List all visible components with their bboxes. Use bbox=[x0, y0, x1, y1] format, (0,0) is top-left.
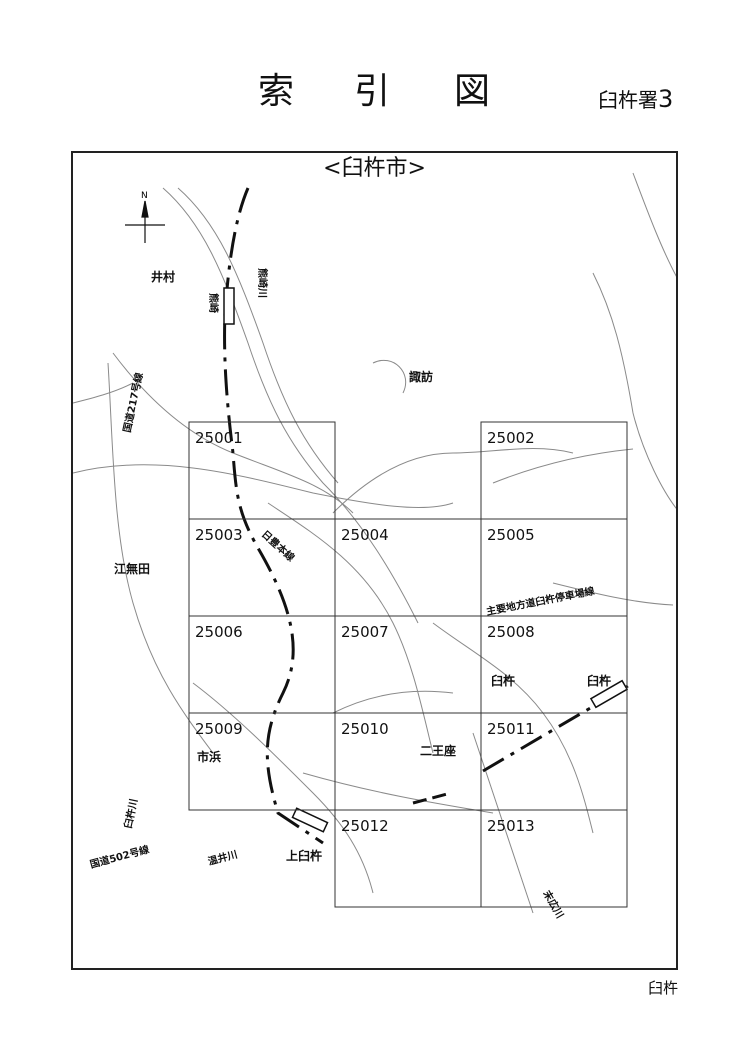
label-usuki-river: 臼杵川 bbox=[121, 798, 140, 830]
place-suwa: 諏訪 bbox=[409, 369, 433, 384]
title-char-2: 引 bbox=[354, 71, 391, 112]
place-imura: 井村 bbox=[151, 269, 175, 284]
station-code: 臼杵署3 bbox=[598, 86, 673, 113]
tile-labels: 25001 25002 25003 25004 25005 25006 2500… bbox=[195, 429, 535, 835]
label-kumasaki-river: 熊崎川 bbox=[256, 268, 269, 298]
tile-label[interactable]: 25007 bbox=[341, 623, 389, 641]
footer-label: 臼杵 bbox=[647, 979, 678, 997]
place-nioza: 二王座 bbox=[420, 743, 456, 758]
label-nukui-river: 温井川 bbox=[206, 848, 238, 868]
terrain-lines bbox=[73, 172, 676, 914]
place-enashida: 江無田 bbox=[114, 561, 150, 576]
tile-label[interactable]: 25004 bbox=[341, 526, 389, 544]
title-char-3: 図 bbox=[454, 71, 491, 112]
station-marks bbox=[223, 287, 629, 833]
label-suenaga-river: 末広川 bbox=[540, 888, 566, 920]
station-name: 臼杵署 bbox=[598, 88, 658, 112]
page-title: 索 引 図 bbox=[258, 70, 498, 114]
sheet-number: 3 bbox=[658, 85, 674, 113]
tile-label[interactable]: 25009 bbox=[195, 720, 243, 738]
north-label: N bbox=[141, 191, 148, 201]
label-main-road: 主要地方道臼杵停車場線 bbox=[485, 584, 595, 618]
index-grid bbox=[188, 421, 628, 908]
tile-label[interactable]: 25011 bbox=[487, 720, 535, 738]
tile-label[interactable]: 25001 bbox=[195, 429, 243, 447]
label-route502: 国道502号線 bbox=[88, 843, 150, 871]
tile-label[interactable]: 25003 bbox=[195, 526, 243, 544]
tile-label[interactable]: 25006 bbox=[195, 623, 243, 641]
place-usuki-west: 臼杵 bbox=[491, 673, 515, 688]
tile-label[interactable]: 25010 bbox=[341, 720, 389, 738]
index-map: N 25001 25002 25003 25004 25005 25006 25… bbox=[71, 151, 678, 970]
compass bbox=[125, 200, 165, 243]
tile-label[interactable]: 25005 bbox=[487, 526, 535, 544]
map-canvas: N 25001 25002 25003 25004 25005 25006 25… bbox=[73, 172, 676, 920]
tile-label[interactable]: 25002 bbox=[487, 429, 535, 447]
map-heading: <臼杵市> bbox=[323, 156, 426, 181]
label-kumasaki-station: 熊崎 bbox=[207, 293, 220, 313]
tile-label[interactable]: 25008 bbox=[487, 623, 535, 641]
title-char-1: 索 bbox=[258, 71, 295, 112]
place-kami-usuki: 上臼杵 bbox=[286, 848, 322, 863]
place-ichihama: 市浜 bbox=[197, 749, 221, 764]
label-route217: 国道217号線 bbox=[120, 371, 145, 433]
place-usuki-east: 臼杵 bbox=[587, 673, 611, 688]
tile-label[interactable]: 25012 bbox=[341, 817, 389, 835]
tile-label[interactable]: 25013 bbox=[487, 817, 535, 835]
place-names: 井村 諏訪 江無田 市浜 臼杵 臼杵 二王座 上臼杵 bbox=[114, 269, 611, 863]
